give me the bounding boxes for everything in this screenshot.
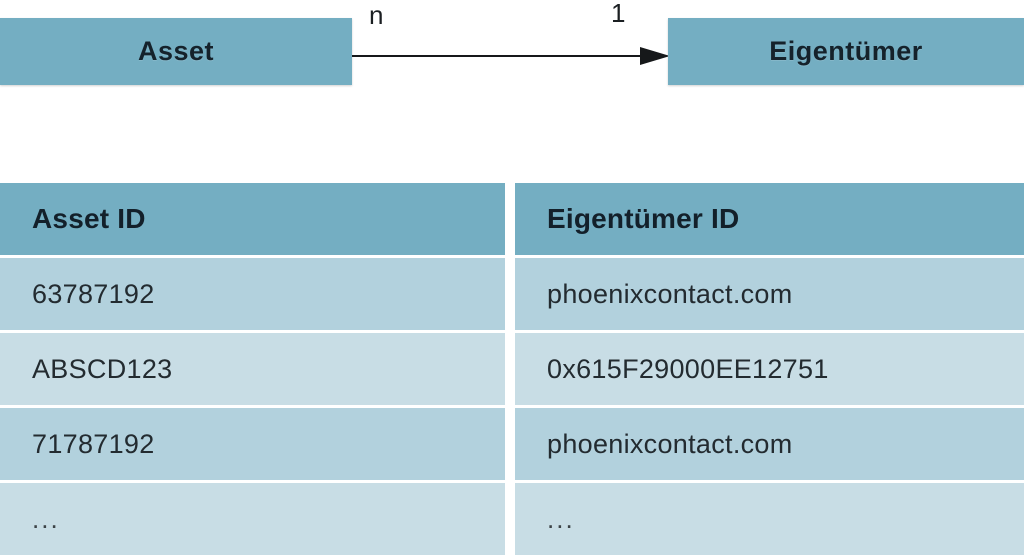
column-header-asset-id: Asset ID (0, 183, 505, 255)
cell-eigentuemer-id: phoenixcontact.com (515, 258, 1024, 330)
entity-box-eigentuemer: Eigentümer (668, 18, 1024, 85)
entity-label-eigentuemer: Eigentümer (769, 36, 923, 66)
table-header-row: Asset ID Eigentümer ID (0, 183, 1024, 255)
column-header-eigentuemer-id: Eigentümer ID (515, 183, 1024, 255)
table-row: 71787192 phoenixcontact.com (0, 408, 1024, 480)
cell-asset-id: ... (0, 483, 505, 555)
entity-box-asset: Asset (0, 18, 352, 85)
cardinality-label-target: 1 (611, 0, 626, 28)
table-row: 63787192 phoenixcontact.com (0, 258, 1024, 330)
cell-asset-id: ABSCD123 (0, 333, 505, 405)
table-row: ... ... (0, 483, 1024, 555)
cell-eigentuemer-id: 0x615F29000EE12751 (515, 333, 1024, 405)
entity-label-asset: Asset (137, 36, 215, 66)
cardinality-label-source: n (369, 0, 384, 30)
asset-owner-table: Asset ID Eigentümer ID 63787192 phoenixc… (0, 183, 1024, 558)
cell-asset-id: 63787192 (0, 258, 505, 330)
table-row: ABSCD123 0x615F29000EE12751 (0, 333, 1024, 405)
cell-asset-id: 71787192 (0, 408, 505, 480)
relationship-line (352, 55, 656, 57)
cell-eigentuemer-id: phoenixcontact.com (515, 408, 1024, 480)
relationship-arrowhead-icon (640, 47, 670, 65)
cell-eigentuemer-id: ... (515, 483, 1024, 555)
entity-relationship-diagram: Asset n 1 Eigentümer (0, 0, 1024, 150)
